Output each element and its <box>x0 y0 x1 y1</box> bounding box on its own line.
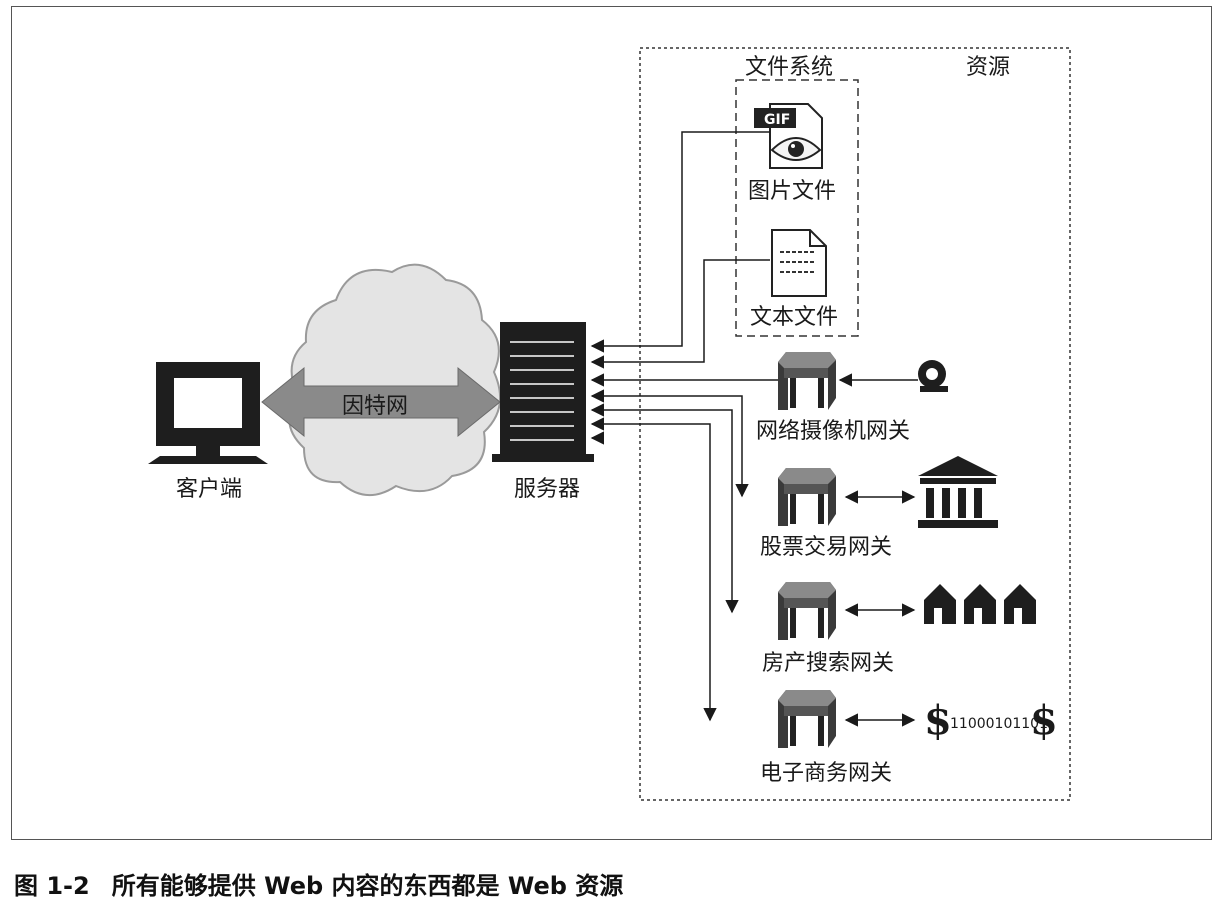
server-label: 服务器 <box>514 477 580 502</box>
webcam-gateway-icon <box>778 352 836 410</box>
image-file-label: 图片文件 <box>748 179 836 204</box>
dollar-icon: $ <box>924 697 952 744</box>
dollar-icon-right: $ <box>1030 697 1058 744</box>
client-label: 客户端 <box>176 477 242 502</box>
bank-icon <box>918 456 998 528</box>
realestate-gateway-label: 房产搜索网关 <box>762 651 894 676</box>
webcam-icon <box>918 360 948 392</box>
webcam-gateway-label: 网络摄像机网关 <box>756 419 910 444</box>
filesystem-label: 文件系统 <box>745 55 833 80</box>
internet-label: 因特网 <box>342 394 408 419</box>
ecommerce-gateway-icon <box>778 690 836 748</box>
stock-gateway-icon <box>778 468 836 526</box>
gif-badge: GIF <box>764 112 790 128</box>
gif-file-icon: GIF <box>754 103 823 169</box>
resources-label: 资源 <box>966 55 1010 80</box>
houses-icon <box>924 584 1036 624</box>
text-file-label: 文本文件 <box>750 305 838 330</box>
connector-lines <box>590 131 778 722</box>
caption-number: 图 1-2 <box>14 872 90 900</box>
realestate-gateway-icon <box>778 582 836 640</box>
caption-text: 所有能够提供 Web 内容的东西都是 Web 资源 <box>111 872 624 900</box>
stock-gateway-label: 股票交易网关 <box>760 535 892 560</box>
figure-caption: 图 1-2 所有能够提供 Web 内容的东西都是 Web 资源 <box>14 866 623 901</box>
ecommerce-gateway-label: 电子商务网关 <box>760 761 892 786</box>
ecommerce-binary: 11000101101 <box>950 716 1048 732</box>
text-file-icon <box>771 229 827 297</box>
monitor-icon <box>148 362 268 464</box>
server-icon <box>492 322 594 462</box>
